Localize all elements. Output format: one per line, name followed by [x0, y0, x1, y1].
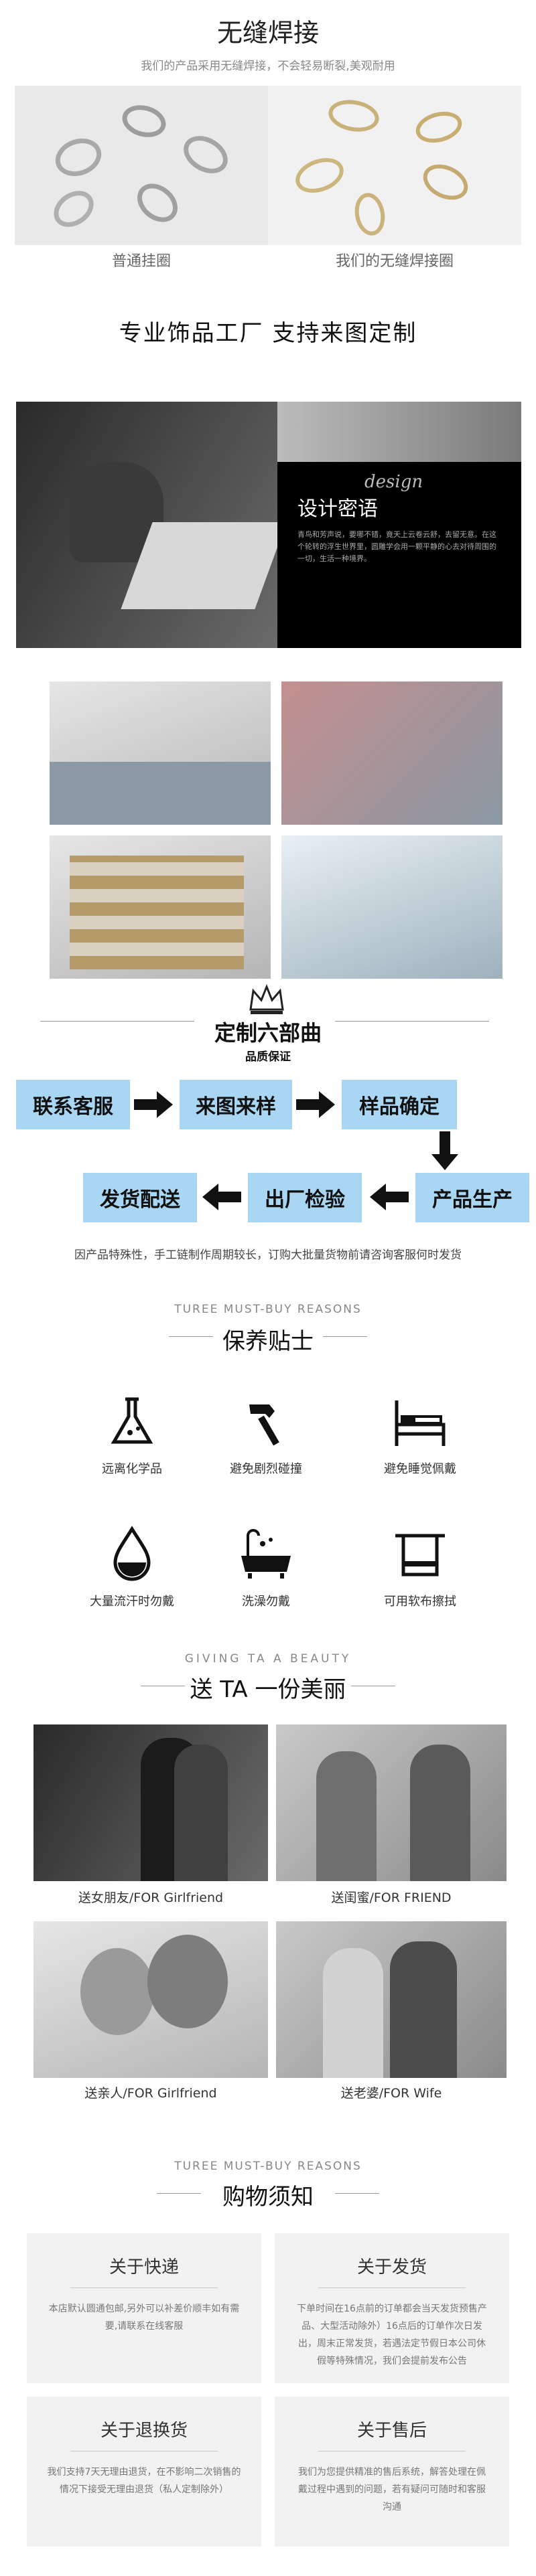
designer-photo: [16, 402, 277, 648]
notice-right-line: [335, 2193, 379, 2194]
seamless-ring-photo: [268, 86, 521, 245]
notice-card-body: 我们支持7天无理由退货，在不影响二次销售的情况下接受无理由退货（私人定制除外）: [47, 2467, 241, 2495]
notice-card-body: 下单时间在16点前的订单都会当天发货预售产品、大型活动除外）16点后的订单作次日…: [297, 2304, 487, 2366]
care-label-chemicals: 远离化学品: [102, 1462, 162, 1476]
arrow-right-icon: [296, 1091, 336, 1121]
notice-card-body: 我们为您提供精准的售后系统，解答处理在佩戴过程中遇到的问题，若有疑问可随时和客服…: [298, 2467, 486, 2512]
family-photo: [34, 1921, 268, 2078]
process-left-line: [40, 1021, 194, 1022]
gift-caption-family: 送亲人/FOR Girlfriend: [84, 2086, 217, 2101]
design-title: 设计密语: [297, 497, 378, 521]
notice-card-shipping: 关于发货 下单时间在16点前的订单都会当天发货预售产品、大型活动除外）16点后的…: [275, 2233, 509, 2383]
arrow-right-icon: [134, 1091, 174, 1121]
hammer-icon: [236, 1391, 296, 1451]
step-delivery: 发货配送: [83, 1173, 197, 1222]
step-inspection: 出厂检验: [248, 1173, 362, 1222]
gift-caption-girlfriend: 送女朋友/FOR Girlfriend: [78, 1890, 224, 1905]
ordinary-ring-caption: 普通挂圈: [111, 253, 171, 270]
wife-photo: [276, 1921, 507, 2078]
notice-card-divider: [70, 2287, 218, 2288]
design-body: 青鸟和芳声说，要哪不错，竟天上云卷云舒，去留无意。在这个轮转的浮生世界里，圆雕学…: [297, 530, 496, 563]
ordinary-ring-photo: [15, 86, 268, 245]
seamless-ring-caption: 我们的无缝焊接圈: [335, 253, 454, 270]
step-contact-service: 联系客服: [16, 1080, 130, 1129]
care-label-sleep: 避免睡觉佩戴: [384, 1462, 456, 1476]
notice-left-line: [157, 2193, 201, 2194]
notice-en-title: TUREE MUST-BUY REASONS: [174, 2160, 362, 2173]
towel-icon: [390, 1524, 450, 1584]
care-title: 保养贴士: [222, 1328, 314, 1355]
process-title: 定制六部曲: [214, 1020, 322, 1046]
care-label-impact: 避免剧烈碰撞: [230, 1462, 302, 1476]
gift-caption-wife: 送老婆/FOR Wife: [340, 2086, 442, 2101]
office-photo: [50, 681, 271, 825]
step-confirm-sample: 样品确定: [342, 1080, 457, 1129]
process-subtitle: 品质保证: [245, 1050, 291, 1064]
notice-card-title: 关于发货: [356, 2257, 427, 2277]
notice-card-returns: 关于退换货 我们支持7天无理由退货，在不影响二次销售的情况下接受无理由退货（私人…: [27, 2397, 261, 2547]
care-label-soft-cloth: 可用软布擦拭: [384, 1595, 456, 1609]
workshop-photo: [281, 681, 503, 825]
couple-photo: [34, 1724, 268, 1881]
care-label-sweat: 大量流汗时勿戴: [90, 1595, 174, 1609]
notice-card-title: 关于快递: [109, 2257, 179, 2277]
bathtub-icon: [236, 1524, 296, 1584]
arrow-down-icon: [431, 1131, 458, 1174]
notice-card-title: 关于退换货: [100, 2421, 188, 2441]
care-en-title: TUREE MUST-BUY REASONS: [174, 1303, 362, 1316]
bed-icon: [390, 1391, 450, 1451]
flask-icon: [102, 1391, 162, 1451]
crown-icon: [247, 983, 287, 1016]
process-note: 因产品特殊性，手工链制作周期较长，订购大批量货物前请咨询客服何时发货: [74, 1249, 462, 1262]
notice-card-divider: [318, 2287, 466, 2288]
design-panel: design 设计密语 青鸟和芳声说，要哪不错，竟天上云卷云舒，去留无意。在这个…: [277, 402, 521, 648]
notice-card-body: 本店默认圆通包邮,另外可以补差价顺丰如有需要,请联系在线客服: [48, 2304, 240, 2332]
notice-card-after-sales: 关于售后 我们为您提供精准的售后系统，解答处理在佩戴过程中遇到的问题，若有疑问可…: [275, 2397, 509, 2547]
factory-title: 专业饰品工厂 支持来图定制: [119, 320, 417, 347]
care-right-line: [323, 1336, 367, 1337]
friends-photo: [276, 1724, 507, 1881]
design-script: design: [364, 472, 423, 492]
warehouse-photo: [50, 835, 271, 979]
gift-en-title: GIVING TA A BEAUTY: [184, 1652, 352, 1666]
arrow-left-icon: [370, 1184, 410, 1213]
notice-card-express: 关于快递 本店默认圆通包邮,另外可以补差价顺丰如有需要,请联系在线客服: [27, 2233, 261, 2383]
step-production: 产品生产: [415, 1173, 529, 1222]
process-right-line: [335, 1021, 489, 1022]
step-send-sample: 来图来样: [180, 1080, 292, 1129]
notice-title: 购物须知: [222, 2184, 314, 2210]
seamless-title: 无缝焊接: [216, 18, 319, 48]
seamless-subtitle: 我们的产品采用无缝焊接，不会轻易断裂,美观耐用: [141, 60, 395, 73]
gift-title: 送 TA 一份美丽: [190, 1676, 346, 1703]
arrow-left-icon: [202, 1184, 243, 1213]
care-label-bath: 洗澡勿戴: [242, 1595, 290, 1609]
care-left-line: [169, 1336, 213, 1337]
gift-caption-friend: 送闺蜜/FOR FRIEND: [331, 1890, 452, 1905]
production-line-photo: [281, 835, 503, 979]
sweat-drop-icon: [102, 1524, 162, 1584]
notice-card-title: 关于售后: [356, 2421, 427, 2441]
